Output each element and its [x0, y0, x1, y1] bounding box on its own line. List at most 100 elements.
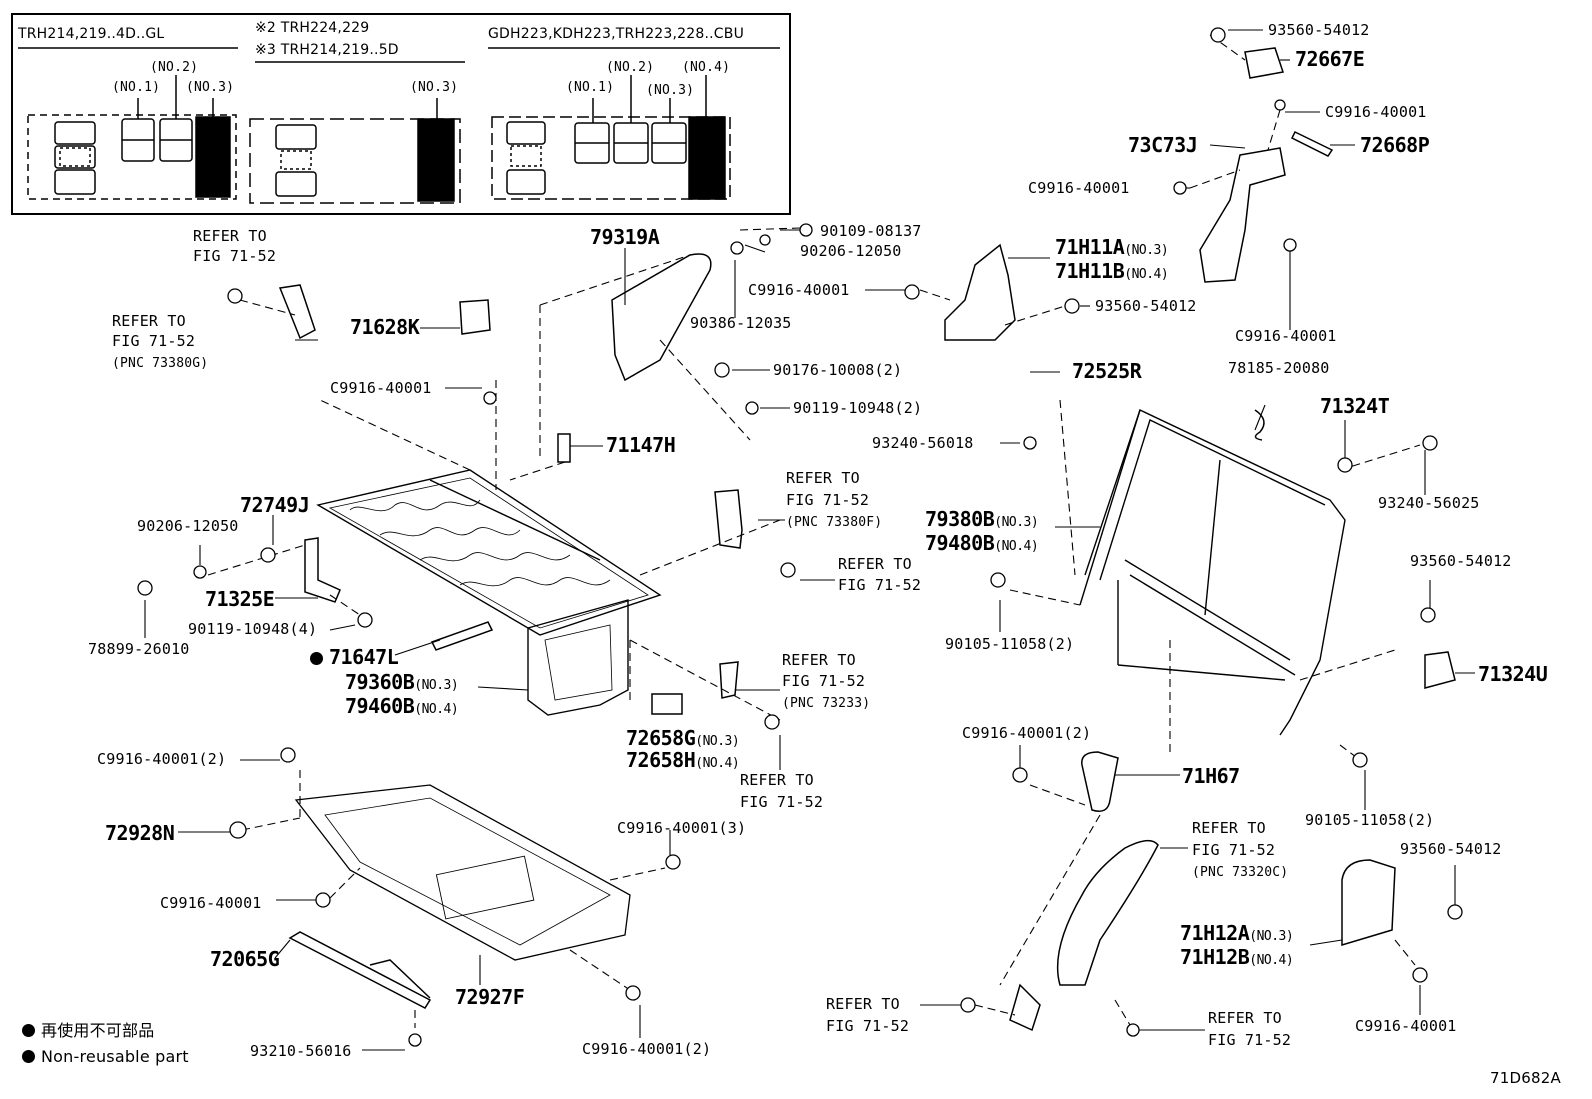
strap-72065G	[288, 931, 432, 1009]
part-71324U[interactable]: 71324U	[1478, 662, 1548, 686]
part-93560-54012[interactable]: 93560-54012	[1095, 297, 1197, 315]
refer-to-label: REFER TO	[826, 995, 900, 1013]
g1-seat-no3: (NO.3)	[186, 80, 235, 95]
non-reusable-dot-icon	[22, 1024, 35, 1037]
part-71H11B[interactable]: 71H11B(NO.4)	[1055, 259, 1169, 283]
part-93560-54012[interactable]: 93560-54012	[1400, 840, 1502, 858]
part-90105-11058[interactable]: 90105-11058(2)	[1305, 811, 1435, 829]
part-C9916-40001-2[interactable]: C9916-40001(2)	[582, 1040, 712, 1058]
part-93560-54012[interactable]: 93560-54012	[1410, 552, 1512, 570]
part-90119-10948[interactable]: 90119-10948(2)	[793, 399, 923, 417]
bracket-79319A	[611, 253, 712, 382]
g3-seat-no4: (NO.4)	[682, 60, 731, 75]
g1-seat-no2: (NO.2)	[150, 60, 199, 75]
part-71324T[interactable]: 71324T	[1320, 394, 1390, 418]
clip-71324U	[1424, 651, 1456, 689]
refer-fig-link[interactable]: FIG 71-52	[838, 576, 922, 594]
part-72927F[interactable]: 72927F	[455, 985, 525, 1009]
part-71H11A[interactable]: 71H11A(NO.3)	[1055, 235, 1169, 259]
part-93240-56025[interactable]: 93240-56025	[1378, 494, 1480, 512]
strip-71647L	[430, 621, 494, 651]
refer-fig-link[interactable]: FIG 71-52	[1208, 1031, 1292, 1049]
part-71628K[interactable]: 71628K	[350, 315, 420, 339]
part-93240-56018[interactable]: 93240-56018	[872, 434, 974, 452]
non-reusable-marker	[310, 652, 323, 665]
strip-72668P	[1290, 131, 1334, 157]
refer-fig-link[interactable]: FIG 71-52	[826, 1017, 910, 1035]
holder-71H67	[1081, 751, 1119, 812]
refer-to-label: REFER TO	[838, 555, 912, 573]
part-72065G[interactable]: 72065G	[210, 947, 280, 971]
bracket-71325E	[304, 537, 341, 603]
part-79480B[interactable]: 79480B(NO.4)	[925, 531, 1039, 555]
part-C9916-40001-3[interactable]: C9916-40001(3)	[617, 819, 747, 837]
part-90206-12050[interactable]: 90206-12050	[137, 517, 239, 535]
part-73C73J[interactable]: 73C73J	[1128, 133, 1198, 157]
part-72667E[interactable]: 72667E	[1295, 47, 1365, 71]
bracket-71H11	[944, 243, 1016, 341]
refer-fig-link[interactable]: FIG 71-52	[740, 793, 824, 811]
pnc-73320C: (PNC 73320C)	[1192, 865, 1289, 880]
refer-fig-link[interactable]: FIG 71-52	[786, 491, 870, 509]
part-78899-26010[interactable]: 78899-26010	[88, 640, 190, 658]
part-71147H[interactable]: 71147H	[606, 433, 676, 457]
pnc-73233: (PNC 73233)	[782, 696, 871, 711]
part-72749J[interactable]: 72749J	[240, 493, 310, 517]
g1-seat-no1: (NO.1)	[112, 80, 161, 95]
g3-seat-no1: (NO.1)	[566, 80, 615, 95]
part-C9916-40001[interactable]: C9916-40001	[1235, 327, 1337, 345]
seat-layout-group-2	[249, 98, 461, 204]
part-90109-08137[interactable]: 90109-08137	[820, 222, 922, 240]
label-71147H	[557, 433, 571, 463]
part-90105-11058[interactable]: 90105-11058(2)	[945, 635, 1075, 653]
refer-to-label: REFER TO	[786, 469, 860, 487]
part-90386-12035[interactable]: 90386-12035	[690, 314, 792, 332]
part-90176-10008[interactable]: 90176-10008(2)	[773, 361, 903, 379]
cover-72667E	[1244, 47, 1284, 79]
part-71H67[interactable]: 71H67	[1182, 764, 1240, 788]
part-79319A[interactable]: 79319A	[590, 225, 660, 249]
part-72658H[interactable]: 72658H(NO.4)	[626, 748, 740, 772]
refer-to-label: REFER TO	[782, 651, 856, 669]
cover-71H12	[1341, 859, 1396, 947]
part-90206-12050[interactable]: 90206-12050	[800, 242, 902, 260]
part-72668P[interactable]: 72668P	[1360, 133, 1430, 157]
part-72928N[interactable]: 72928N	[105, 821, 175, 845]
part-C9916-40001[interactable]: C9916-40001	[160, 894, 262, 912]
g3-seat-no2: (NO.2)	[606, 60, 655, 75]
part-71647L[interactable]: 71647L	[310, 646, 399, 668]
part-79380B[interactable]: 79380B(NO.3)	[925, 507, 1039, 531]
part-93560-54012[interactable]: 93560-54012	[1268, 21, 1370, 39]
part-71H12A[interactable]: 71H12A(NO.3)	[1180, 921, 1294, 945]
refer-fig-link[interactable]: FIG 71-52	[112, 332, 196, 350]
buckle-73380G	[278, 284, 316, 340]
part-C9916-40001[interactable]: C9916-40001	[1355, 1017, 1457, 1035]
part-71325E[interactable]: 71325E	[205, 587, 275, 611]
pnc-73380G: (PNC 73380G)	[112, 356, 209, 371]
part-72525R[interactable]: 72525R	[1072, 359, 1142, 383]
part-79360B[interactable]: 79360B(NO.3)	[345, 670, 459, 694]
part-C9916-40001[interactable]: C9916-40001	[330, 379, 432, 397]
refer-fig-link[interactable]: FIG 71-52	[782, 672, 866, 690]
refer-fig-link[interactable]: FIG 71-52	[1192, 841, 1276, 859]
seat-layout-group-1	[27, 75, 237, 200]
part-78185-20080[interactable]: 78185-20080	[1228, 359, 1330, 377]
part-93210-56016[interactable]: 93210-56016	[250, 1042, 352, 1060]
seatback-frame	[1079, 409, 1346, 736]
legend-en: Non-reusable part	[22, 1048, 189, 1065]
clip-73233	[719, 661, 739, 699]
part-79460B[interactable]: 79460B(NO.4)	[345, 694, 459, 718]
part-90119-10948[interactable]: 90119-10948(4)	[188, 620, 318, 638]
part-C9916-40001-2[interactable]: C9916-40001(2)	[962, 724, 1092, 742]
refer-to-label: REFER TO	[112, 312, 186, 330]
part-C9916-40001[interactable]: C9916-40001	[1325, 103, 1427, 121]
part-71H12B[interactable]: 71H12B(NO.4)	[1180, 945, 1294, 969]
part-C9916-40001-2[interactable]: C9916-40001(2)	[97, 750, 227, 768]
g2-seat-no3: (NO.3)	[410, 80, 459, 95]
seat-layout-group-3	[491, 75, 731, 200]
refer-fig-link[interactable]: FIG 71-52	[193, 247, 277, 265]
part-72658G[interactable]: 72658G(NO.3)	[626, 726, 740, 750]
variant-group-1-title: TRH214,219..4D..GL	[18, 26, 165, 42]
part-C9916-40001[interactable]: C9916-40001	[748, 281, 850, 299]
part-C9916-40001[interactable]: C9916-40001	[1028, 179, 1130, 197]
